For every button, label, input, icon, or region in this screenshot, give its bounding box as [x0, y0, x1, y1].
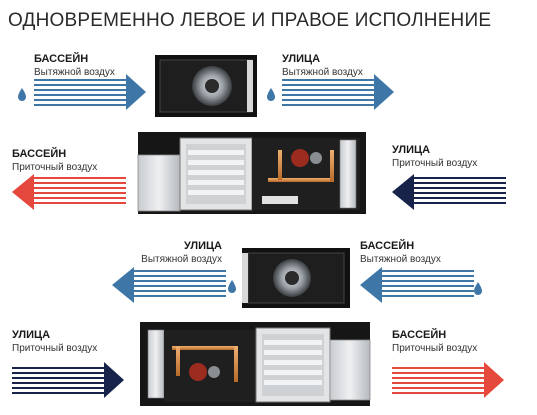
label-subtitle: Вытяжной воздух: [34, 66, 115, 80]
label-subtitle: Приточный воздух: [12, 161, 97, 175]
label-bottom-exhaust-left: УЛИЦА Вытяжной воздух: [100, 239, 222, 267]
water-drop-icon: [267, 88, 275, 101]
label-bottom-exhaust-right: БАССЕЙН Вытяжной воздух: [360, 239, 441, 267]
label-heading: БАССЕЙН: [360, 239, 441, 253]
supply-arrow-top-right: [392, 174, 506, 210]
label-top-exhaust-left: БАССЕЙН Вытяжной воздух: [34, 52, 115, 80]
supply-arrow-bottom-right: [392, 362, 504, 398]
supply-arrow-bottom-left: [12, 362, 124, 398]
label-heading: УЛИЦА: [100, 239, 222, 253]
label-top-supply-left: БАССЕЙН Приточный воздух: [12, 147, 97, 175]
label-heading: УЛИЦА: [282, 52, 363, 66]
exhaust-arrow-bottom-left: [112, 267, 226, 303]
label-subtitle: Приточный воздух: [392, 157, 477, 171]
label-subtitle: Вытяжной воздух: [282, 66, 363, 80]
supply-unit-top: [138, 132, 366, 214]
label-heading: УЛИЦА: [392, 143, 477, 157]
exhaust-fan-unit-top: [155, 55, 257, 117]
label-subtitle: Вытяжной воздух: [360, 253, 441, 267]
label-top-exhaust-right: УЛИЦА Вытяжной воздух: [282, 52, 363, 80]
exhaust-arrow-bottom-right: [360, 267, 474, 303]
label-subtitle: Приточный воздух: [12, 342, 97, 356]
label-bottom-supply-right: БАССЕЙН Приточный воздух: [392, 328, 477, 356]
label-heading: БАССЕЙН: [12, 147, 97, 161]
label-subtitle: Приточный воздух: [392, 342, 477, 356]
supply-arrow-top-left: [12, 174, 126, 210]
water-drop-icon: [228, 280, 236, 293]
label-subtitle: Вытяжной воздух: [100, 253, 222, 267]
water-drop-icon: [18, 88, 26, 101]
label-heading: БАССЕЙН: [34, 52, 115, 66]
label-top-supply-right: УЛИЦА Приточный воздух: [392, 143, 477, 171]
supply-unit-bottom: [140, 322, 370, 406]
label-heading: УЛИЦА: [12, 328, 97, 342]
label-bottom-supply-left: УЛИЦА Приточный воздух: [12, 328, 97, 356]
water-drop-icon: [474, 282, 482, 295]
exhaust-fan-unit-bottom: [242, 248, 350, 308]
label-heading: БАССЕЙН: [392, 328, 477, 342]
